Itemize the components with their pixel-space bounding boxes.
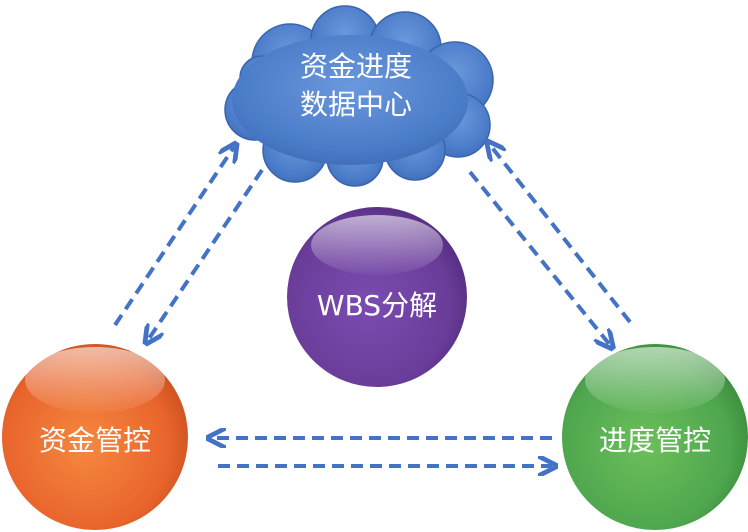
funds-control-label: 资金管控 xyxy=(39,424,151,457)
cloud-label-line2: 数据中心 xyxy=(300,88,412,121)
cloud-label-line1: 资金进度 xyxy=(300,50,412,83)
progress-control-label: 进度管控 xyxy=(599,424,711,457)
arrow-progress-to-cloud xyxy=(490,145,632,324)
wbs-sphere: WBS分解 xyxy=(287,207,467,387)
arrow-funds-to-cloud xyxy=(113,147,234,327)
arrow-cloud-to-funds xyxy=(148,168,264,340)
progress-control-sphere: 进度管控 xyxy=(562,344,748,530)
funds-control-sphere: 资金管控 xyxy=(2,344,188,530)
wbs-label: WBS分解 xyxy=(317,289,437,322)
arrow-cloud-to-progress xyxy=(468,170,610,345)
data-center-cloud: 资金进度 数据中心 xyxy=(224,5,494,187)
